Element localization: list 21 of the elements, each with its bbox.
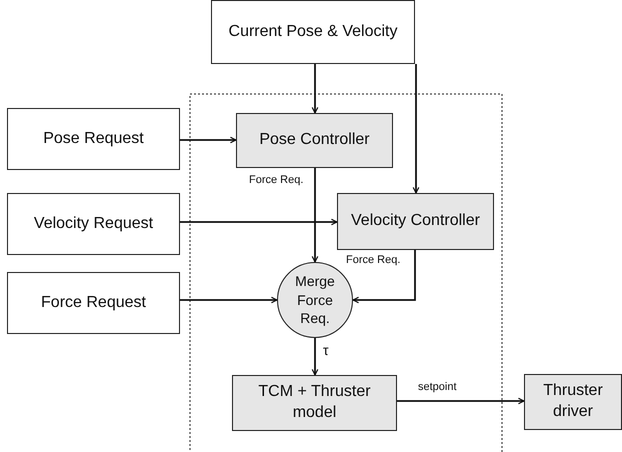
edge-label: Force Req. bbox=[248, 174, 304, 186]
arrow bbox=[180, 218, 338, 226]
process-box: Thruster driver bbox=[524, 374, 622, 430]
process-box: Force Request bbox=[7, 272, 180, 334]
arrow bbox=[312, 64, 318, 114]
arrow bbox=[312, 168, 318, 263]
arrow bbox=[352, 250, 416, 304]
merge-circle: Merge Force Req. bbox=[277, 262, 353, 338]
edge-label: setpoint bbox=[417, 381, 458, 393]
process-box: Pose Request bbox=[7, 108, 180, 170]
arrow bbox=[312, 338, 318, 376]
process-box: TCM + Thruster model bbox=[232, 375, 397, 431]
process-box: Pose Controller bbox=[236, 113, 393, 168]
edge-label: Force Req. bbox=[345, 254, 402, 266]
arrow bbox=[180, 136, 237, 144]
arrow bbox=[412, 64, 420, 194]
process-box: Current Pose & Velocity bbox=[211, 0, 415, 64]
arrow bbox=[180, 296, 278, 304]
process-box: Velocity Controller bbox=[337, 193, 494, 250]
arrow bbox=[397, 398, 525, 404]
process-box: Velocity Request bbox=[7, 193, 180, 255]
